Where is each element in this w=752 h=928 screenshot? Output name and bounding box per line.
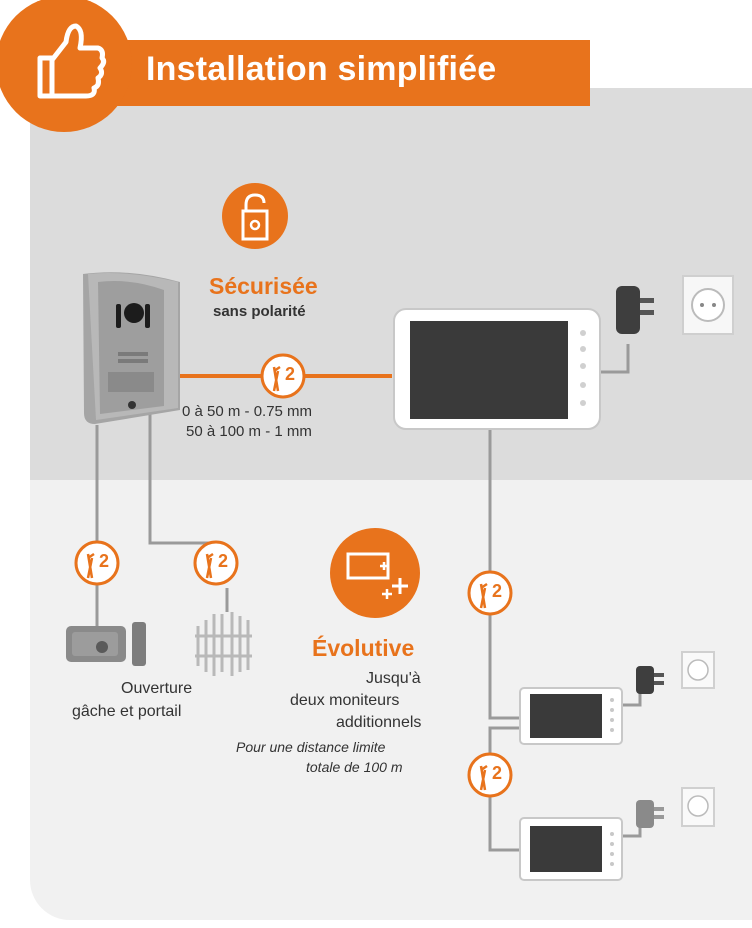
scalable-line-1: Jusqu'à [366, 670, 421, 687]
cable-count: 2 [492, 581, 503, 601]
scalable-note-2: totale de 100 m [306, 759, 403, 775]
electric-strike [66, 622, 146, 666]
wall-socket-icon [682, 275, 734, 335]
wire-to-monitor-2 [488, 430, 522, 720]
scalable-line-2: deux moniteurs [290, 692, 400, 709]
cable-count: 2 [218, 551, 229, 571]
scalable-title: Évolutive [312, 635, 415, 661]
wire-adapter-main [600, 344, 630, 374]
cable-badge-strike: 2 [74, 540, 120, 586]
door-station [83, 272, 180, 424]
title-banner: Installation simplifiée [112, 40, 590, 106]
thumb-badge [0, 0, 132, 132]
opening-label-1: Ouverture [121, 680, 193, 697]
scalable-line-3: additionnels [336, 714, 422, 731]
secure-title: Sécurisée [209, 273, 318, 299]
cable-badge-main: 2 [260, 353, 306, 399]
cable-spec-2: 50 à 100 m - 1 mm [186, 423, 312, 440]
cable-badge-icon [467, 570, 513, 616]
cable-spec-1: 0 à 50 m - 0.75 mm [182, 403, 313, 420]
wire-adapter-2 [620, 690, 642, 707]
power-adapter-icon [616, 286, 654, 334]
power-adapter-icon [636, 666, 664, 694]
cable-badge-monitor-2: 2 [467, 570, 513, 616]
cable-count: 2 [285, 364, 296, 384]
cable-badge-gate: 2 [193, 540, 239, 586]
wall-socket-icon [681, 787, 715, 827]
opening-label-2: gâche et portail [72, 703, 182, 720]
cable-count: 2 [99, 551, 110, 571]
monitor-3 [519, 817, 623, 881]
wires [95, 344, 642, 852]
monitor-2 [519, 687, 623, 745]
secure-subtitle: sans polarité [213, 303, 306, 320]
cable-badge-icon [74, 540, 120, 586]
banner-title: Installation simplifiée [146, 50, 497, 88]
cable-badge-icon [193, 540, 239, 586]
cable-badge-icon [260, 353, 306, 399]
thumbs-up-icon [37, 23, 107, 99]
wall-socket-icon [681, 651, 715, 689]
cable-badge-monitor-3: 2 [467, 752, 513, 798]
cable-count: 2 [492, 763, 503, 783]
padlock-icon [222, 183, 288, 249]
main-monitor [393, 308, 601, 430]
cable-badge-icon [467, 752, 513, 798]
scalable-note-1: Pour une distance limite [236, 739, 386, 755]
gate-icon [195, 612, 252, 676]
add-monitor-icon [330, 528, 420, 618]
power-adapter-icon [636, 800, 664, 828]
